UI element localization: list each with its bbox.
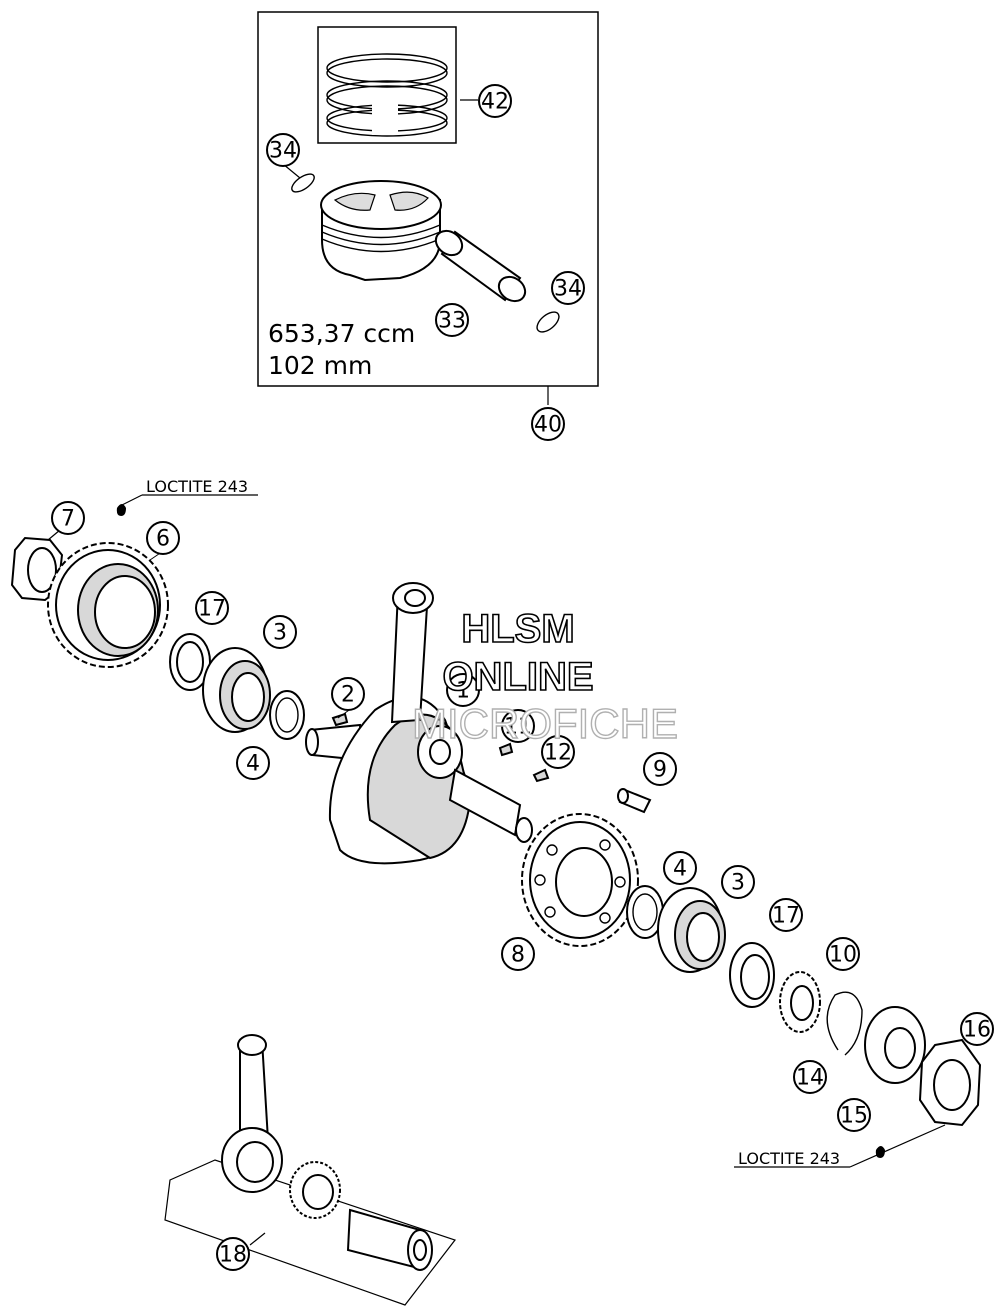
- callout-7: 7: [51, 501, 85, 535]
- watermark-line2: ONLINE: [442, 655, 593, 699]
- callout-34: 34: [266, 133, 300, 167]
- callout-9: 9: [643, 752, 677, 786]
- loctite-label-left: LOCTITE 243: [146, 477, 248, 496]
- callout-33: 33: [435, 303, 469, 337]
- washer: [864, 1006, 926, 1084]
- piston-ring-box: [317, 26, 457, 144]
- callout-6: 6: [146, 521, 180, 555]
- callout-number: 34: [554, 277, 582, 302]
- callout-number: 15: [840, 1104, 868, 1129]
- crankshaft: [305, 696, 533, 865]
- callout-number: 1: [456, 679, 470, 704]
- callout-number: 17: [772, 904, 800, 929]
- woodruff-key: [532, 768, 550, 783]
- callout-3: 3: [721, 865, 755, 899]
- callout-40: 40: [531, 407, 565, 441]
- callout-number: 17: [198, 597, 226, 622]
- callout-number: 34: [269, 139, 297, 164]
- woodruff-key: [498, 742, 514, 757]
- callout-number: 42: [481, 90, 509, 115]
- callout-number: 8: [511, 943, 525, 968]
- circlip: [536, 311, 560, 333]
- callout-number: 10: [829, 943, 857, 968]
- piston-kit-box: [257, 11, 599, 387]
- callout-17: 17: [195, 591, 229, 625]
- circlip: [291, 173, 315, 193]
- callout-3: 3: [263, 615, 297, 649]
- timing-gear: [521, 813, 639, 947]
- sprocket: [779, 971, 821, 1033]
- callout-number: 4: [673, 857, 687, 882]
- piston-rings: [326, 53, 448, 137]
- callout-number: 7: [61, 507, 75, 532]
- callout-number: 18: [219, 1243, 247, 1268]
- dowel-pin: [617, 788, 652, 814]
- oil-seal: [169, 633, 211, 691]
- watermark-line1: HLSM: [461, 607, 574, 651]
- oil-seal: [729, 942, 775, 1008]
- ball-bearing: [202, 647, 271, 733]
- loctite-drop-icon: [875, 1146, 885, 1158]
- callout-number: 14: [796, 1066, 824, 1091]
- callout-number: 33: [438, 309, 466, 334]
- connecting-rod: [390, 582, 434, 724]
- primary-gear: [47, 542, 169, 668]
- callout-number: 3: [731, 871, 745, 896]
- callout-4: 4: [236, 746, 270, 780]
- conrod-kit: [164, 1034, 456, 1306]
- callout-number: 6: [156, 527, 170, 552]
- callout-number: 16: [963, 1018, 991, 1043]
- callout-4: 4: [663, 851, 697, 885]
- ball-bearing: [657, 887, 726, 973]
- loctite-drop-icon: [116, 504, 126, 516]
- callout-number: 9: [653, 758, 667, 783]
- loctite-label-right: LOCTITE 243: [738, 1149, 840, 1168]
- callout-2: 2: [331, 677, 365, 711]
- displacement-text: 653,37 ccm: [268, 319, 415, 348]
- callout-17: 17: [769, 898, 803, 932]
- woodruff-key: [331, 712, 349, 727]
- callout-12: 12: [541, 735, 575, 769]
- callout-10: 10: [826, 937, 860, 971]
- hex-nut: [918, 1038, 982, 1127]
- watermark-line3: MICROFICHE: [412, 700, 678, 747]
- callout-number: 3: [273, 621, 287, 646]
- callout-14: 14: [793, 1060, 827, 1094]
- circlip: [826, 991, 863, 1056]
- callout-15: 15: [837, 1098, 871, 1132]
- piston: [320, 180, 442, 282]
- callout-number: 4: [246, 752, 260, 777]
- callout-18: 18: [216, 1237, 250, 1271]
- callout-11: 11: [501, 709, 535, 743]
- callout-number: 11: [504, 715, 532, 740]
- callout-number: 2: [341, 683, 355, 708]
- callout-42: 42: [478, 84, 512, 118]
- bore-text: 102 mm: [268, 351, 372, 380]
- callout-8: 8: [501, 937, 535, 971]
- callout-number: 12: [544, 741, 572, 766]
- callout-34: 34: [551, 271, 585, 305]
- callout-16: 16: [960, 1012, 994, 1046]
- callout-number: 40: [534, 413, 562, 438]
- callout-1: 1: [446, 673, 480, 707]
- piston-pin: [434, 229, 527, 303]
